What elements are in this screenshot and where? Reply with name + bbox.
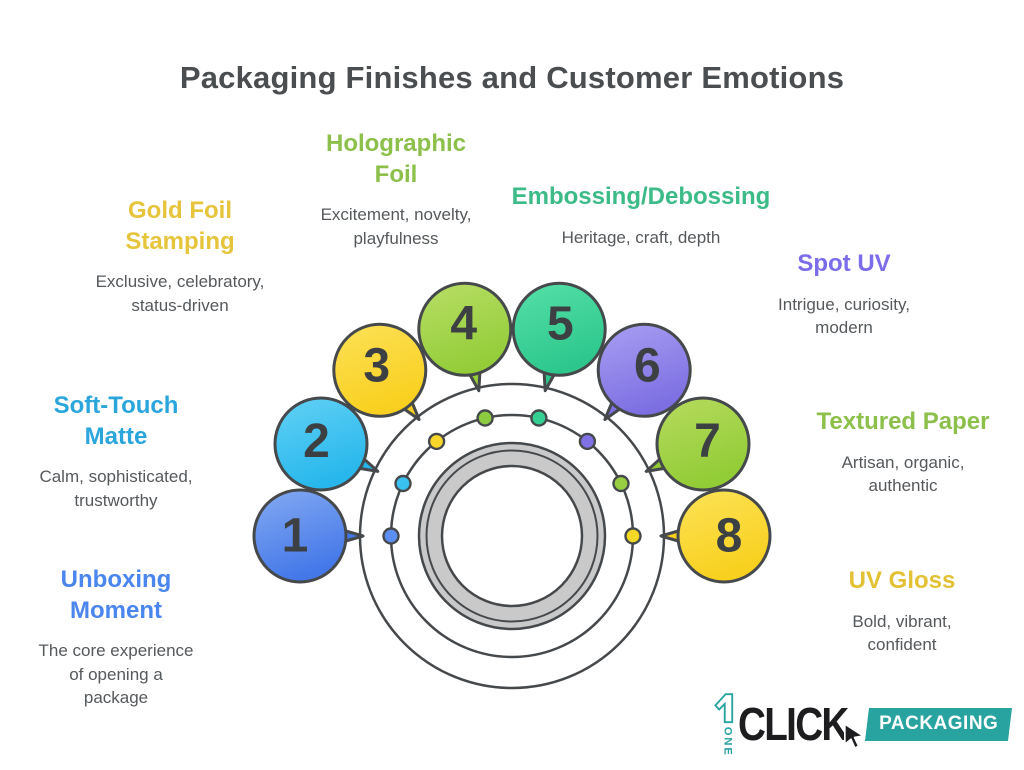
- one-vertical-text: ONE: [722, 727, 734, 757]
- dot-2: [394, 474, 412, 493]
- finish-name: Spot UV: [797, 250, 891, 277]
- bubble-2: [273, 396, 369, 492]
- finish-emotions: Heritage, craft, depth: [561, 227, 721, 247]
- bubble-5: [511, 281, 607, 377]
- bubble-4-number: 4: [450, 298, 477, 351]
- finish-label-textured-paper: Textured Paper Artisan, organic, authent…: [793, 407, 1013, 498]
- packaging-badge: PACKAGING: [864, 707, 1013, 741]
- bubble-7-number: 7: [694, 415, 721, 468]
- gray-ring-divider: [425, 449, 599, 623]
- finish-label-holographic-foil: Holographic Foil Excitement, novelty, pl…: [286, 129, 506, 250]
- finish-label-uv-gloss: UV Gloss Bold, vibrant, confident: [802, 566, 1002, 657]
- finish-label-soft-touch-matte: Soft-Touch Matte Calm, sophisticated, tr…: [6, 391, 226, 512]
- gray-ring-inner: [440, 464, 584, 608]
- bubble-1: [252, 488, 348, 584]
- dot-1: [382, 527, 400, 545]
- finish-name: Embossing/Debossing: [511, 183, 771, 210]
- bubble-3-number: 3: [363, 340, 390, 393]
- dot-4: [476, 409, 494, 427]
- dot-8: [624, 527, 642, 545]
- finish-emotions: Artisan, organic, authentic: [841, 452, 965, 496]
- finish-name: UV Gloss: [848, 567, 956, 594]
- finish-name: Gold Foil Stamping: [125, 197, 235, 255]
- finish-name: Soft-Touch Matte: [53, 392, 179, 450]
- bubble-2-number: 2: [303, 415, 330, 468]
- finish-name: Unboxing Moment: [60, 566, 172, 624]
- bubble-6: [596, 322, 692, 418]
- bubble-4: [417, 281, 513, 377]
- finish-label-gold-foil-stamping: Gold Foil Stamping Exclusive, celebrator…: [80, 196, 280, 317]
- cursor-icon: [843, 723, 864, 749]
- dot-3: [427, 432, 446, 451]
- finish-emotions: The core experience of opening a package: [38, 641, 194, 708]
- finish-name: Textured Paper: [816, 408, 990, 435]
- finish-name: Holographic Foil: [325, 130, 466, 188]
- finish-emotions: Intrigue, curiosity, modern: [778, 294, 910, 338]
- bubble-8-number: 8: [716, 509, 743, 562]
- one-numeral-icon: ONE: [714, 693, 734, 757]
- packaging-badge-label: PACKAGING: [878, 712, 999, 734]
- page-title: Packaging Finishes and Customer Emotions: [179, 60, 845, 95]
- finish-label-embossing-debossing: Embossing/Debossing Heritage, craft, dep…: [491, 182, 791, 249]
- bubble-8: [676, 488, 772, 584]
- bubble-3: [332, 322, 428, 418]
- finish-emotions: Exclusive, celebratory, status-driven: [95, 272, 265, 315]
- dot-6: [578, 432, 597, 451]
- click-wordmark: CLICK: [738, 698, 849, 750]
- oneclick-packaging-logo: ONE CLICK PACKAGING: [707, 690, 1013, 758]
- finish-emotions: Excitement, novelty, playfulness: [320, 205, 472, 248]
- bubble-7: [655, 396, 751, 492]
- finish-label-unboxing-moment: Unboxing Moment The core experience of o…: [11, 565, 221, 710]
- bubble-1-number: 1: [282, 509, 309, 562]
- finish-emotions: Calm, sophisticated, trustworthy: [39, 467, 193, 510]
- bubble-6-number: 6: [634, 340, 661, 393]
- finish-emotions: Bold, vibrant, confident: [852, 611, 952, 655]
- finish-label-spot-uv: Spot UV Intrigue, curiosity, modern: [734, 249, 954, 340]
- bubble-5-number: 5: [547, 298, 574, 351]
- click-wordmark-wrap: CLICK: [738, 698, 869, 750]
- dot-5: [530, 409, 548, 427]
- dot-7: [612, 474, 630, 493]
